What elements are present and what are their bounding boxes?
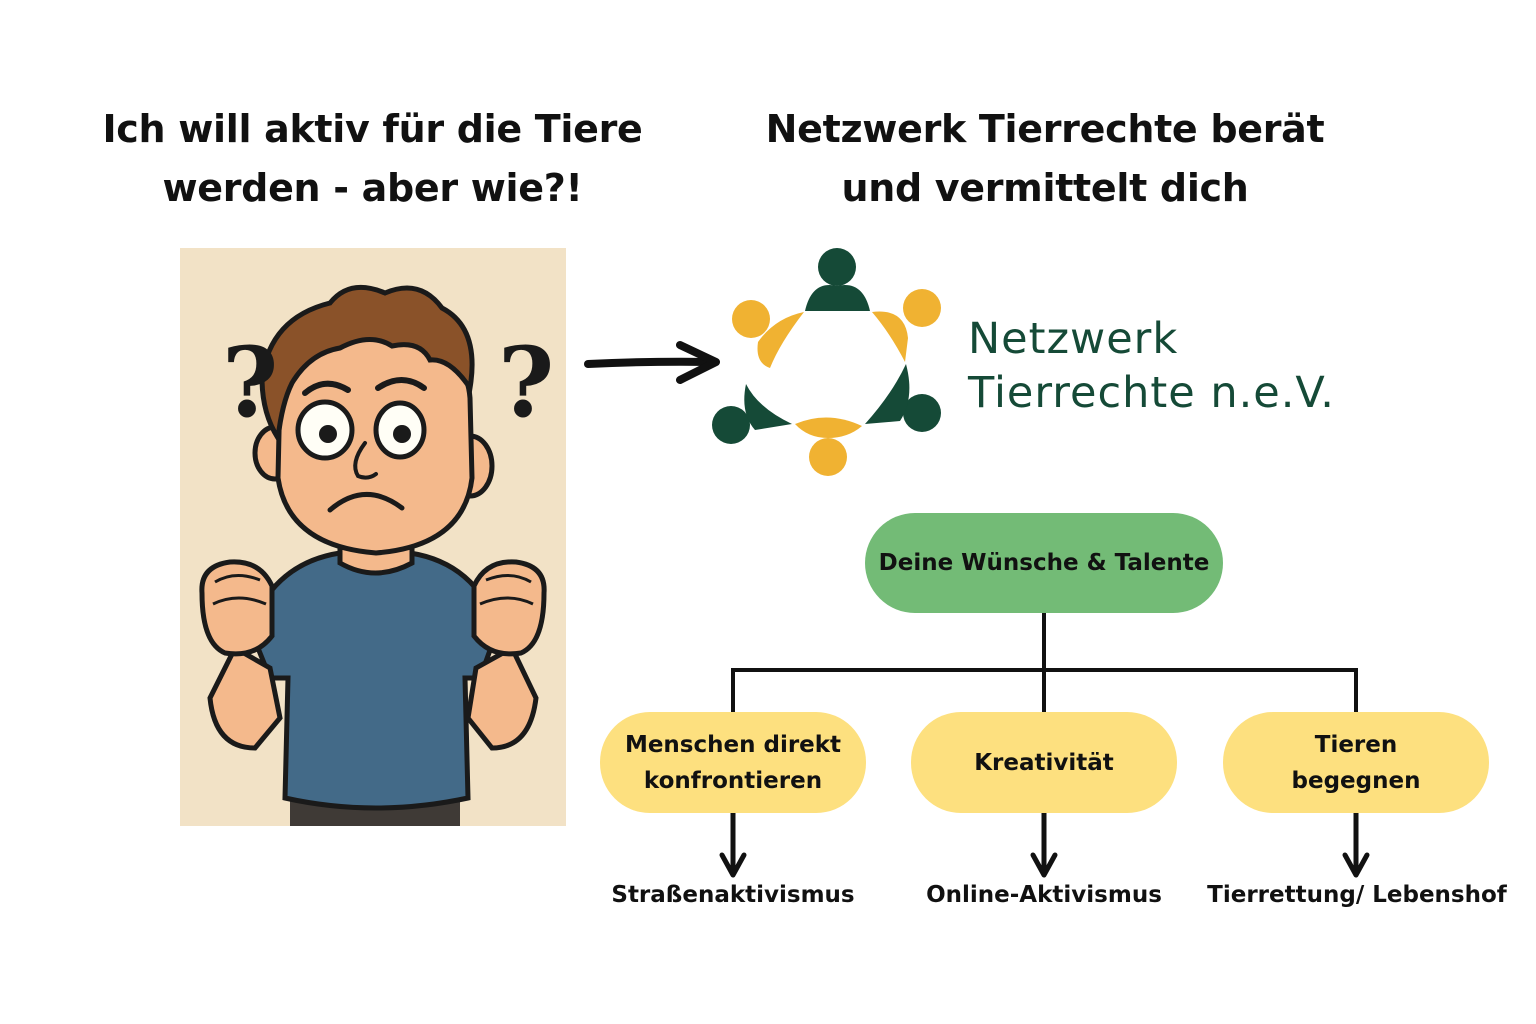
- child-node-creativity: Kreativität: [911, 712, 1177, 813]
- confused-person-illustration: ? ?: [180, 248, 566, 826]
- right-pupil: [393, 425, 411, 443]
- left-arm: [207, 644, 283, 751]
- right-fist-fingers: [479, 574, 534, 606]
- child-node-3-line-2: begegnen: [1291, 767, 1421, 794]
- child-node-meet-animals: Tieren begegnen: [1223, 712, 1489, 813]
- left-fist: [199, 559, 275, 657]
- nose: [353, 441, 378, 480]
- leaf-street-activism: Straßenaktivismus: [611, 882, 855, 908]
- child-node-confront-people: Menschen direkt konfrontieren: [600, 712, 866, 813]
- down-arrow-2-icon: [1030, 852, 1058, 878]
- root-node-label: Deine Wünsche & Talente: [878, 550, 1210, 576]
- right-eyebrow: [375, 377, 427, 391]
- organization-name: Netzwerk Tierrechte n.e.V.: [968, 312, 1335, 420]
- logo-people-ring: [712, 248, 941, 476]
- left-fist-fingers: [212, 574, 267, 606]
- down-arrow-3-icon: [1342, 852, 1370, 878]
- headline-network: Netzwerk Tierrechte berät und vermittelt…: [735, 100, 1355, 218]
- headline-question: Ich will aktiv für die Tiere werden - ab…: [80, 100, 665, 218]
- headline-question-line-2: werden - aber wie?!: [162, 166, 583, 210]
- down-arrow-1-icon: [719, 852, 747, 878]
- child-node-1-line-2: konfrontieren: [643, 767, 823, 794]
- left-question-mark: ?: [222, 326, 278, 439]
- leaf-online-activism: Online-Aktivismus: [926, 882, 1162, 908]
- headline-network-line-1: Netzwerk Tierrechte berät: [765, 107, 1325, 151]
- organization-name-line-2: Tierrechte n.e.V.: [968, 368, 1335, 418]
- left-eyebrow: [302, 380, 351, 396]
- root-node-wishes-talents: Deine Wünsche & Talente: [865, 513, 1223, 613]
- hair: [259, 284, 475, 446]
- left-pupil: [319, 425, 337, 443]
- leaf-animal-rescue-sanctuary: Tierrettung/ Lebenshof: [1207, 882, 1507, 908]
- child-node-1-line-1: Menschen direkt: [624, 731, 842, 758]
- headline-question-line-1: Ich will aktiv für die Tiere: [102, 107, 643, 151]
- right-question-mark: ?: [498, 326, 554, 439]
- network-logo-icon: [712, 248, 941, 476]
- right-arrow-icon: [584, 341, 720, 384]
- headline-network-line-2: und vermittelt dich: [841, 166, 1249, 210]
- right-arm: [465, 644, 539, 751]
- organization-name-line-1: Netzwerk: [968, 314, 1179, 364]
- child-node-3-line-1: Tieren: [1314, 731, 1398, 758]
- right-fist: [471, 559, 547, 657]
- frown-mouth: [327, 492, 405, 513]
- child-node-2-line-1: Kreativität: [974, 749, 1114, 776]
